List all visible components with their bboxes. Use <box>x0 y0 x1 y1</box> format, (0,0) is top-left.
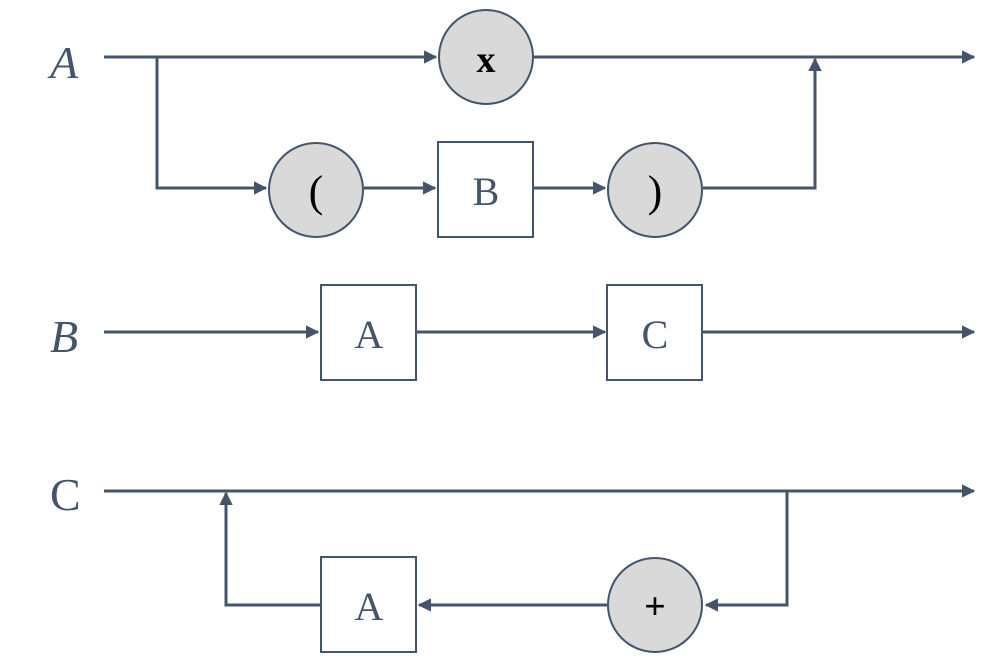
rule-b-label: B <box>50 311 78 362</box>
rule-a-diagram: A x ( B ) <box>47 9 976 238</box>
terminal-close-paren-circle <box>607 142 703 238</box>
nonterminal-c-box <box>606 284 703 381</box>
terminal-x-circle <box>438 9 534 105</box>
rule-c-label: C <box>50 469 81 520</box>
nonterminal-c: C <box>606 284 703 381</box>
edge-a-loop-back <box>219 491 321 607</box>
terminal-x-label: x <box>477 39 496 81</box>
nonterminal-a-loop-label: A <box>355 584 384 629</box>
nonterminal-b: B <box>437 141 534 238</box>
nonterminal-a-box <box>320 284 417 381</box>
nonterminal-c-label: C <box>642 312 669 357</box>
nonterminal-a-loop-box <box>320 556 417 653</box>
terminal-close-paren-label: ) <box>648 167 663 216</box>
terminal-plus-label: + <box>644 586 666 628</box>
terminal-x: x <box>438 9 534 105</box>
edge-a-branch-open-paren <box>155 57 268 195</box>
nonterminal-a: A <box>320 284 417 381</box>
terminal-plus-circle <box>607 557 703 653</box>
rule-a-label: A <box>47 37 79 88</box>
terminal-open-paren-circle <box>268 142 364 238</box>
nonterminal-a-label: A <box>355 312 384 357</box>
edge-close-paren-merge <box>703 57 822 190</box>
edge-c-loop-to-plus <box>704 491 789 612</box>
terminal-open-paren-label: ( <box>309 167 324 216</box>
nonterminal-b-box <box>437 141 534 238</box>
terminal-plus: + <box>607 557 703 653</box>
terminal-open-paren: ( <box>268 142 364 238</box>
rule-b-diagram: B A C <box>50 284 976 381</box>
terminal-close-paren: ) <box>607 142 703 238</box>
nonterminal-a-loop: A <box>320 556 417 653</box>
nonterminal-b-label: B <box>473 169 500 214</box>
rule-c-diagram: C A + <box>50 469 976 653</box>
